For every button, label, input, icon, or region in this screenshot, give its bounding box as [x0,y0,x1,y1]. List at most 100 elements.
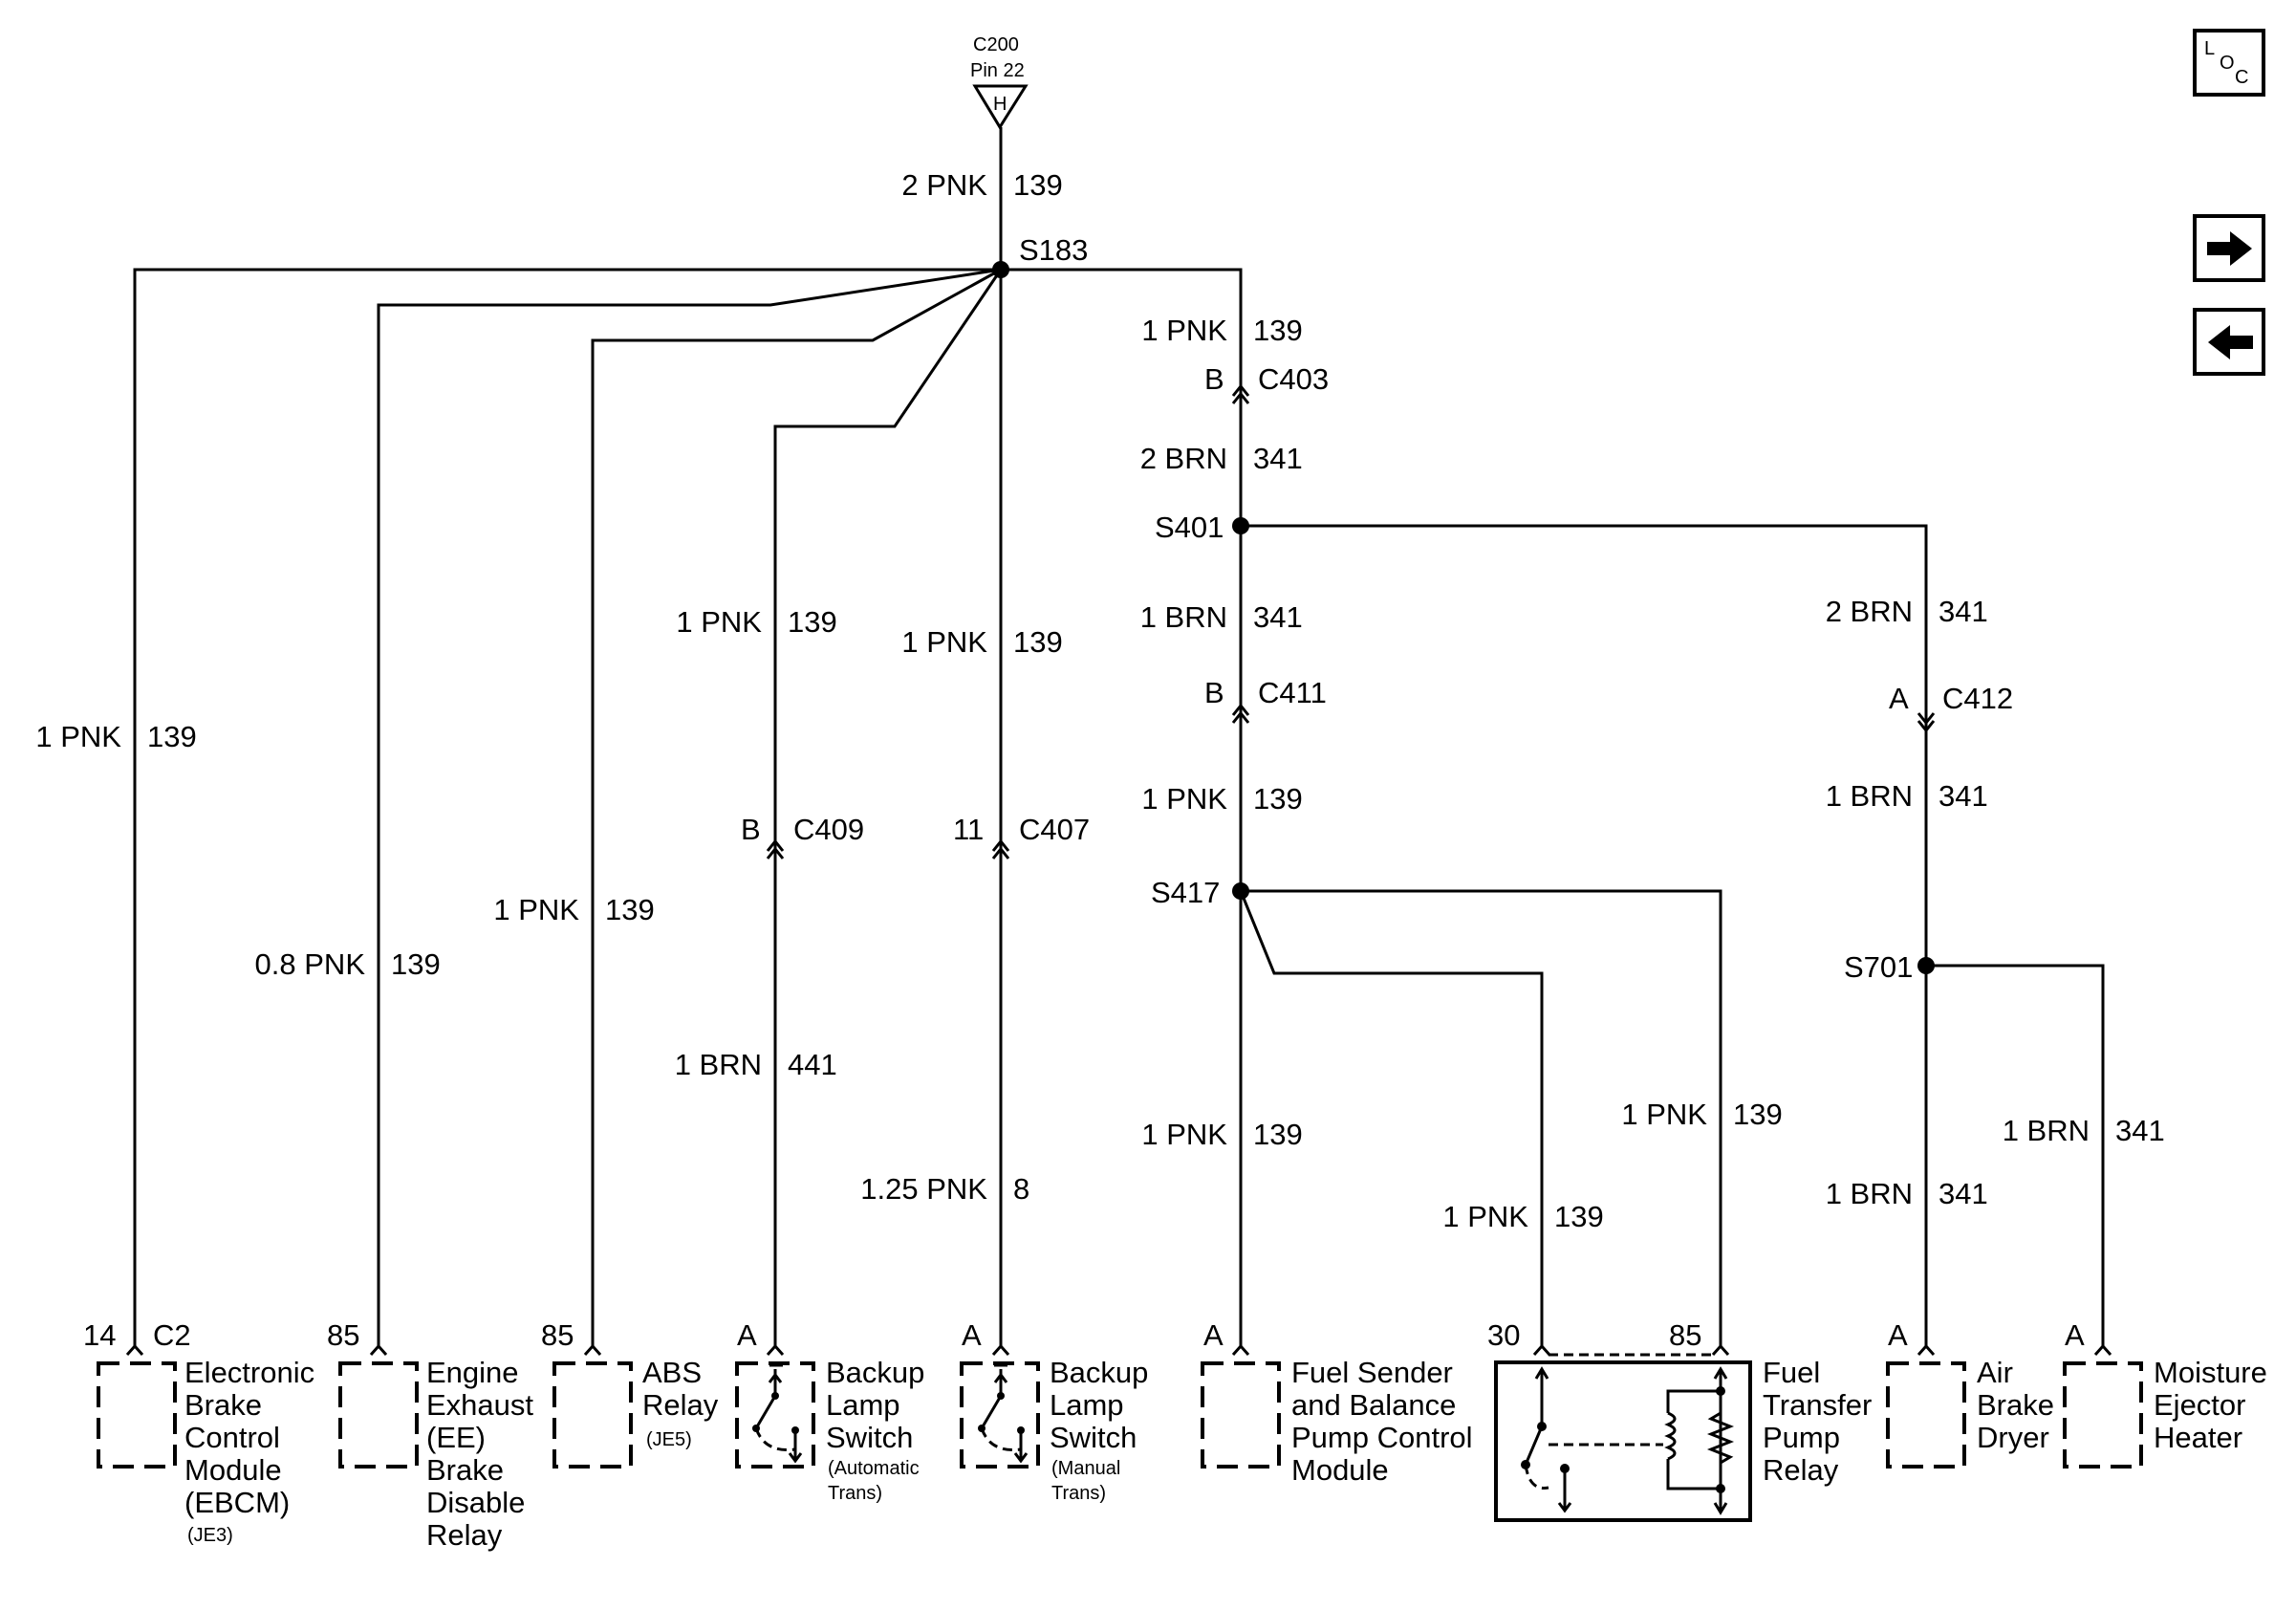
splice-s401-label: S401 [1155,511,1224,544]
wire-label-circuit: 139 [147,720,197,753]
component-fuel-transfer-relay: 30 85 Fuel Transfer [1487,1318,1872,1522]
component-label-line: Backup [1050,1356,1148,1389]
wire-label-gauge: 1 PNK [1141,782,1227,816]
component-moisture-ejector-heater: A Moisture Ejector Heater [2063,1318,2267,1469]
component-pin: 85 [327,1318,359,1352]
arrow-left-icon [2208,325,2253,359]
wire-label-gauge: 0.8 PNK [255,947,366,981]
wire-label-circuit: 341 [1253,600,1303,634]
component-pin: 30 [1487,1318,1520,1352]
component-note: (Automatic [828,1458,920,1479]
c200-terminal: H [993,94,1007,115]
wire-ee [377,268,1002,1347]
component-label-line: Exhaust [426,1388,533,1422]
arrow-right-icon [2207,231,2252,266]
c407-pin: 11 [953,813,984,846]
component-label-line: Electronic [184,1356,314,1389]
component-label-line: (EE) [426,1421,486,1454]
wire-label-circuit: 8 [1013,1172,1029,1206]
component-label-line: Switch [826,1421,913,1454]
component-label-line: Brake [1977,1388,2054,1422]
component-label-line: Transfer [1763,1388,1872,1422]
component-label-line: Disable [426,1486,525,1519]
component-label-line: Control [184,1421,280,1454]
component-label-line: Switch [1050,1421,1137,1454]
wire-label-circuit: 341 [1939,595,1988,628]
splice-s401-dot [1232,517,1249,534]
component-label-line: Pump Control [1291,1421,1473,1454]
wire-label-gauge: 1 PNK [676,605,762,639]
previous-page-button[interactable] [2193,308,2265,376]
loc-letter-o: O [2220,53,2235,74]
component-note: Trans) [1051,1483,1106,1504]
component-pin: A [962,1318,982,1352]
component-label-line: Heater [2154,1421,2242,1454]
wire-label-gauge: 1 BRN [2003,1114,2090,1147]
wire-label-circuit: 139 [788,605,837,639]
c412-pin: A [1889,682,1909,715]
wire-label-gauge: 1 BRN [1826,1177,1913,1210]
wire-label-gauge: 1 PNK [1621,1098,1707,1131]
splice-s701-label: S701 [1844,950,1913,984]
c409-name: C409 [793,813,864,846]
component-label-line: Brake [184,1388,262,1422]
wire-label-gauge: 1 PNK [901,625,987,659]
wire-label-circuit: 139 [605,893,655,926]
component-label-line: Module [1291,1453,1389,1487]
wire-label-circuit: 139 [1013,168,1063,202]
component-note: (Manual [1051,1458,1120,1479]
wire-moisture [1926,964,2105,1347]
component-label-line: Fuel [1763,1356,1820,1389]
splice-s417-dot [1232,882,1249,900]
c412-name: C412 [1942,682,2013,715]
source-connector-c200: C200 Pin 22 H [970,34,1029,130]
wire-label-gauge: 1 PNK [1442,1200,1528,1233]
component-label-line: Lamp [1050,1388,1124,1422]
wire-label-gauge: 2 BRN [1826,595,1913,628]
component-label-line: Ejector [2154,1388,2245,1422]
wire-label-circuit: 341 [1939,779,1988,813]
component-connector: C2 [153,1318,191,1352]
component-note: Trans) [828,1483,882,1504]
component-note: (JE5) [646,1429,692,1450]
inline-connectors: B C403 B C411 A C412 B C409 11 C407 [741,362,2013,859]
component-label-line: Moisture [2154,1356,2267,1389]
component-label-line: ABS [642,1356,702,1389]
splice-s417-label: S417 [1151,876,1220,909]
wire-label-circuit: 341 [1253,442,1303,475]
location-button[interactable]: L O C [2193,29,2265,97]
component-label-line: Relay [642,1388,719,1422]
component-backup-switch-auto: A Backup Lamp Switch (Automatic Trans) [735,1318,924,1504]
splice-s183-label: S183 [1019,233,1088,267]
wire-label-gauge: 1.25 PNK [860,1172,987,1206]
component-abs-relay: 85 ABS Relay (JE5) [541,1318,719,1469]
wire-abs [591,268,1002,1347]
wire-far-right [1241,524,1928,1347]
c411-pin: B [1204,676,1224,709]
wire-label-gauge: 1 PNK [1141,314,1227,347]
wire-label-gauge: 2 BRN [1140,442,1227,475]
c411-name: C411 [1258,676,1327,709]
component-pin-85: 85 [1669,1318,1701,1352]
c200-label: C200 [973,34,1019,55]
component-note: (JE3) [187,1525,233,1546]
component-label-line: Engine [426,1356,519,1389]
relay-icon [1521,1366,1735,1515]
c200-pin-label: Pin 22 [970,60,1025,81]
splices: S183 S401 S417 S701 [992,233,1935,984]
wire-label-circuit: 139 [1013,625,1063,659]
component-pin: A [1888,1318,1908,1352]
next-page-button[interactable] [2193,214,2265,282]
component-fuel-sender: A Fuel Sender and Balance Pump Control M… [1201,1318,1473,1487]
switch-icon [752,1363,803,1464]
wire-label-gauge: 1 BRN [1140,600,1227,634]
wire-label-circuit: 341 [2115,1114,2165,1147]
component-label-line: Air [1977,1356,2013,1389]
wire-right-trunk [1001,268,1243,1347]
component-ebcm: 14 C2 Electronic Brake Control Module (E… [83,1318,314,1546]
c403-name: C403 [1258,362,1329,396]
wire-label-gauge: 1 PNK [1141,1118,1227,1151]
component-label-line: Pump [1763,1421,1840,1454]
wire-label-gauge: 1 BRN [1826,779,1913,813]
